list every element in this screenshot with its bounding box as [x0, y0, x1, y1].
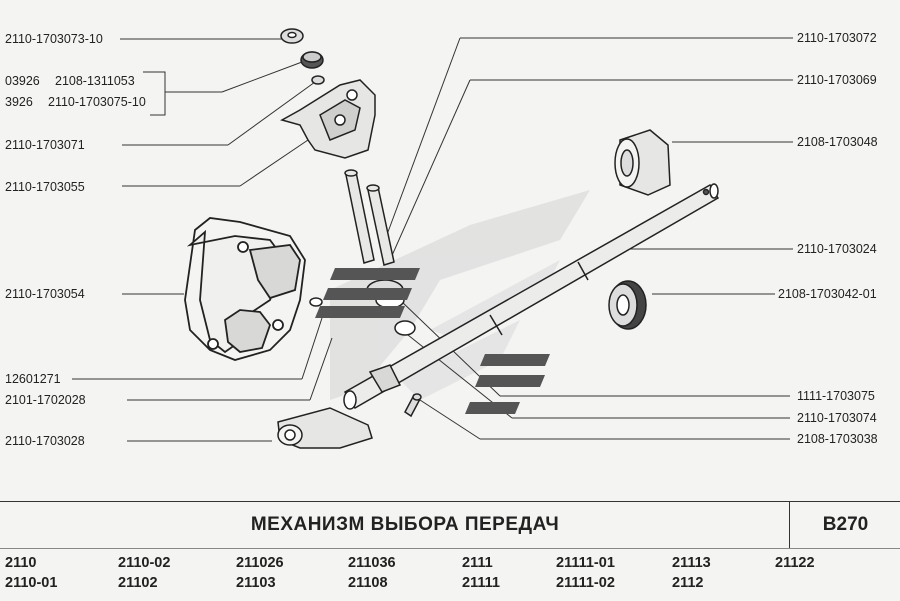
page-title: МЕХАНИЗМ ВЫБОРА ПЕРЕДАЧ	[250, 514, 560, 535]
code-box: В270	[789, 502, 900, 548]
model-item: 21111	[462, 575, 500, 591]
label-2110-1703073-10: 2110-1703073-10	[5, 32, 103, 46]
shaft-part	[343, 183, 720, 410]
model-item: 21102	[118, 575, 158, 591]
label-2110-1703072: 2110-1703072	[797, 31, 877, 45]
label-3926: 3926	[5, 95, 33, 109]
label-12601271: 12601271	[5, 372, 61, 386]
model-item: 21111-02	[556, 575, 615, 591]
label-2110-1703054: 2110-1703054	[5, 287, 85, 301]
label-2108-1311053: 2108-1311053	[55, 74, 135, 88]
seal-part	[300, 51, 325, 85]
label-2110-1703055: 2110-1703055	[5, 180, 85, 194]
label-2108-1703048: 2108-1703048	[797, 135, 878, 149]
label-2110-1703074: 2110-1703074	[797, 411, 877, 425]
label-2110-1703024: 2110-1703024	[797, 242, 877, 256]
exploded-parts-diagram	[72, 28, 793, 449]
housing-frame-part	[184, 217, 306, 361]
shift-lever-part	[277, 407, 373, 449]
model-item: 21108	[348, 575, 388, 591]
screw-part	[404, 393, 422, 418]
model-item: 21103	[236, 575, 276, 591]
title-bar: МЕХАНИЗМ ВЫБОРА ПЕРЕДАЧ В270	[0, 501, 900, 549]
label-03926: 03926	[5, 74, 40, 88]
model-item: 2110-01	[5, 575, 58, 591]
model-item: 2112	[672, 575, 704, 591]
leader-lines	[72, 37, 793, 442]
bearing-part	[608, 280, 647, 330]
model-item: 2110	[5, 555, 37, 571]
label-1111-1703075: 1111-1703075	[797, 389, 875, 403]
bush-part	[614, 129, 671, 196]
model-item: 21122	[775, 555, 815, 571]
background-logo	[330, 190, 590, 400]
callout-bars	[315, 268, 550, 414]
washer-part	[280, 28, 304, 44]
model-item: 21111-01	[556, 555, 615, 571]
model-item: 21113	[672, 555, 711, 571]
diagram-code: В270	[822, 514, 869, 535]
pins-part	[344, 169, 395, 266]
model-item: 211036	[348, 555, 396, 571]
label-2110-1703075-10: 2110-1703075-10	[48, 95, 146, 109]
model-item: 2110-02	[118, 555, 171, 571]
lever-bracket-part	[280, 79, 376, 159]
label-2110-1703069: 2110-1703069	[797, 73, 877, 87]
model-item: 211026	[236, 555, 284, 571]
label-2110-1703028: 2110-1703028	[5, 434, 85, 448]
label-2101-1702028: 2101-1702028	[5, 393, 86, 407]
label-2110-1703071: 2110-1703071	[5, 138, 85, 152]
label-2108-1703038: 2108-1703038	[797, 432, 878, 446]
label-2108-1703042-01: 2108-1703042-01	[778, 287, 877, 301]
model-item: 2111	[462, 555, 493, 571]
